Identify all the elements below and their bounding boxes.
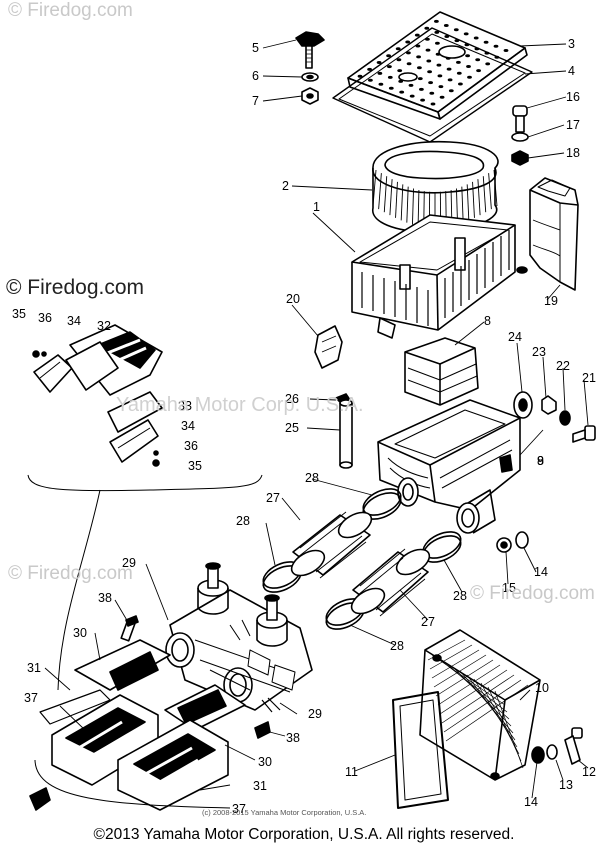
callout-35: 35: [12, 307, 26, 321]
callout-8: 8: [484, 314, 491, 328]
callout-14: 14: [534, 565, 548, 579]
washer-13: [547, 745, 557, 759]
callout-27: 27: [266, 491, 280, 505]
callout-17: 17: [566, 118, 580, 132]
callout-28: 28: [305, 471, 319, 485]
screw-38-upper: [121, 616, 138, 641]
intake-hose-lower: [347, 544, 433, 618]
callout-11: 11: [345, 765, 358, 779]
bolt-16: [513, 106, 527, 132]
callout-14: 14: [524, 795, 538, 809]
grommet-24: [514, 392, 532, 418]
inset-bracket: [28, 475, 262, 491]
callout-22: 22: [556, 359, 570, 373]
callout-34: 34: [181, 419, 195, 433]
carburetor-assembly: [166, 563, 312, 712]
watermark-center: Yamaha Motor Corp. U.S.A.: [116, 394, 364, 417]
washer-17: [512, 133, 528, 141]
callout-19: 19: [544, 294, 558, 308]
rubber-mount: [315, 326, 342, 368]
callout-24: 24: [508, 330, 522, 344]
callout-3: 3: [568, 37, 575, 51]
air-cleaner-case: [352, 215, 527, 338]
callout-38: 38: [286, 731, 300, 745]
callout-13: 13: [559, 778, 573, 792]
callout-35: 35: [188, 459, 202, 473]
collar-23: [542, 396, 556, 414]
callout-6: 6: [252, 69, 259, 83]
bolt-12: [565, 728, 582, 764]
callout-28: 28: [453, 589, 467, 603]
air-cleaner-cover: [348, 12, 527, 119]
callout-21: 21: [582, 371, 596, 385]
callout-38: 38: [98, 591, 112, 605]
callout-29: 29: [308, 707, 322, 721]
callout-36: 36: [38, 311, 52, 325]
callout-36: 36: [184, 439, 198, 453]
intake-duct: [530, 178, 578, 290]
washer-14-upper: [516, 532, 528, 548]
callout-27: 27: [421, 615, 435, 629]
washer-22: [560, 411, 570, 425]
carburetor-bore-left: [166, 633, 194, 667]
air-box-9: [378, 400, 520, 533]
callout-30: 30: [73, 626, 87, 640]
wing-bolt: [296, 32, 324, 68]
intake-hose-upper: [287, 507, 375, 580]
filter-frame-11: [393, 692, 448, 808]
callout-37: 37: [24, 691, 38, 705]
washer-14-lower: [532, 747, 544, 763]
callout-25: 25: [285, 421, 299, 435]
callout-7: 7: [252, 94, 259, 108]
footer-copyright: ©2013 Yamaha Motor Corporation, U.S.A. A…: [0, 826, 608, 844]
front-arrow-label: [30, 788, 50, 810]
watermark-mid-left: © Firedog.com: [6, 276, 144, 300]
watermark-top-left: © Firedog.com: [8, 0, 133, 22]
callout-1: 1: [313, 200, 320, 214]
inner-copyright: (c) 2008-2015 Yamaha Motor Corporation, …: [202, 808, 366, 817]
intake-manifold-left: [75, 640, 170, 690]
joint-boot-8: [405, 338, 478, 405]
callout-30: 30: [258, 755, 272, 769]
watermark-mid-right: © Firedog.com: [470, 583, 595, 605]
callout-10: 10: [535, 681, 549, 695]
callout-18: 18: [566, 146, 580, 160]
callout-31: 31: [27, 661, 41, 675]
bolt-21: [573, 426, 595, 442]
callout-5: 5: [252, 41, 259, 55]
callout-23: 23: [532, 345, 546, 359]
callout-28: 28: [390, 639, 404, 653]
watermark-mid-left-lower: © Firedog.com: [8, 563, 133, 585]
callout-34: 34: [67, 314, 81, 328]
callout-12: 12: [582, 765, 596, 779]
callout-28: 28: [236, 514, 250, 528]
callout-20: 20: [286, 292, 300, 306]
callout-2: 2: [282, 179, 289, 193]
callout-32: 32: [97, 319, 111, 333]
callout-31: 31: [253, 779, 267, 793]
nut-18: [512, 151, 528, 165]
callout-4: 4: [568, 64, 575, 78]
callout-9: 9: [537, 454, 544, 468]
callout-16: 16: [566, 90, 580, 104]
